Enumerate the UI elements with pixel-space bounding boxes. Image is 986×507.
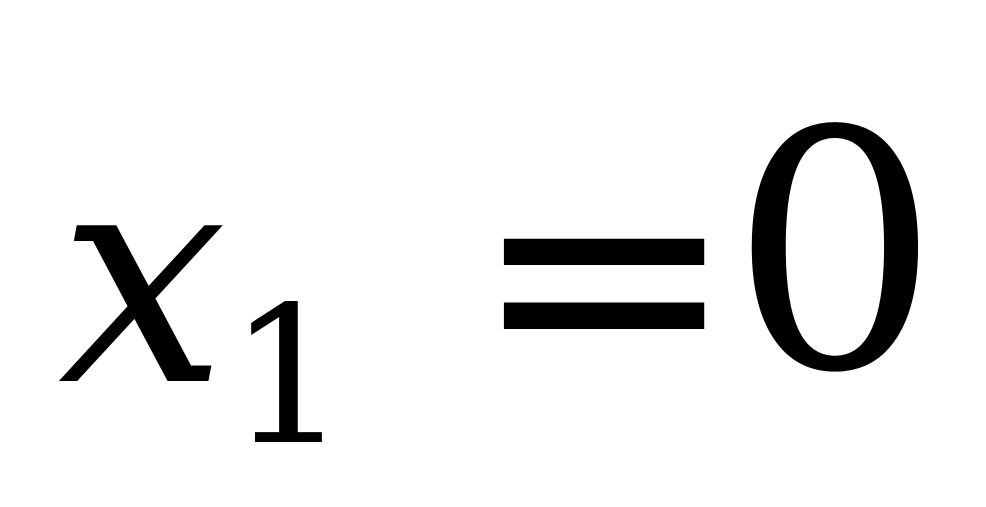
equals-sign: = — [470, 88, 739, 460]
equation-subscript: 1 — [228, 266, 349, 487]
equation-variable: x — [58, 103, 228, 452]
equation-value: 0 — [730, 61, 940, 445]
